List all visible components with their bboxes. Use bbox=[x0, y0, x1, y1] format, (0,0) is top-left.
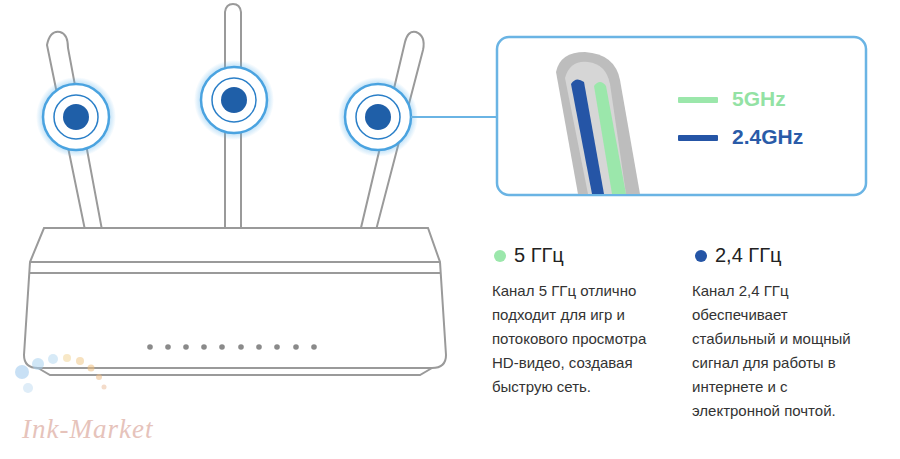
legend-dot bbox=[695, 250, 707, 262]
legend-text: 2.4GHz bbox=[732, 125, 803, 149]
status-leds bbox=[147, 344, 317, 350]
signal-marker bbox=[36, 60, 418, 157]
antenna-closeup bbox=[556, 52, 640, 194]
watermark-logo bbox=[15, 354, 107, 393]
callout-box bbox=[497, 37, 866, 195]
section-text: Канал 2,4 ГГц обеспечивает стабильный и … bbox=[692, 279, 870, 423]
section-heading: 5 ГГц bbox=[514, 244, 564, 267]
router-body bbox=[24, 228, 446, 375]
leader-line bbox=[411, 116, 497, 118]
section-text: Канал 5 ГГц отлично подходит для игр и п… bbox=[492, 279, 670, 399]
section-heading: 2,4 ГГц bbox=[715, 244, 781, 267]
legend-swatch bbox=[678, 97, 718, 103]
legend-dot bbox=[494, 250, 506, 262]
legend-swatch bbox=[678, 135, 718, 141]
legend-text: 5GHz bbox=[732, 87, 786, 111]
watermark: Ink-Market bbox=[22, 414, 153, 445]
